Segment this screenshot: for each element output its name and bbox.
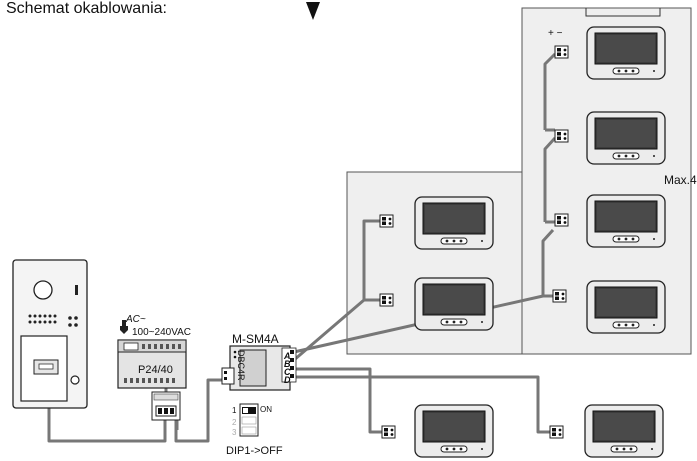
junction-block (381, 425, 396, 439)
junction-block (552, 289, 567, 303)
plug-icon (120, 320, 128, 334)
dip-switch (239, 403, 259, 437)
voltage-label: 100~240VAC (132, 327, 192, 338)
door-station (12, 259, 88, 409)
dip-note-label: DIP1->OFF (226, 445, 283, 457)
wires (47, 52, 557, 443)
terminal-a-label: A (284, 351, 291, 361)
monitor (586, 26, 666, 80)
polarity-label: + − (548, 28, 563, 39)
power-supply-model-label: P24/40 (138, 364, 173, 376)
distributor-module (221, 345, 297, 391)
diagram-title: Schemat okablowania: (6, 0, 167, 17)
junction-block (549, 425, 564, 439)
monitor (414, 277, 494, 331)
monitor (414, 404, 494, 458)
max-monitors-label: Max.4 (664, 173, 697, 187)
down-arrow-icon (306, 2, 320, 20)
panel-top-tab (585, 8, 661, 17)
junction-block (554, 213, 569, 227)
junction-block (554, 129, 569, 143)
dip-position-1: 1 (232, 406, 237, 415)
junction-block (379, 293, 394, 307)
monitor (586, 111, 666, 165)
monitor (586, 194, 666, 248)
dip-position-2: 2 (232, 418, 237, 427)
monitor (414, 196, 494, 250)
monitor (586, 280, 666, 334)
camera-icon (33, 280, 53, 300)
junction-block (379, 214, 394, 228)
distributor-model-label: M-SM4A (232, 332, 279, 346)
terminal-d-label: D (284, 375, 291, 385)
junction-block (554, 45, 569, 59)
distributor-inner-label: DBC4R (236, 350, 246, 381)
terminal-c-label: C (284, 367, 291, 377)
dip-position-3: 3 (232, 428, 237, 437)
power-supply (117, 320, 187, 421)
monitor (584, 404, 664, 458)
ac-symbol-label: AC~ (126, 314, 146, 325)
dip-on-label: ON (260, 405, 272, 414)
terminal-b-label: B (284, 359, 291, 369)
